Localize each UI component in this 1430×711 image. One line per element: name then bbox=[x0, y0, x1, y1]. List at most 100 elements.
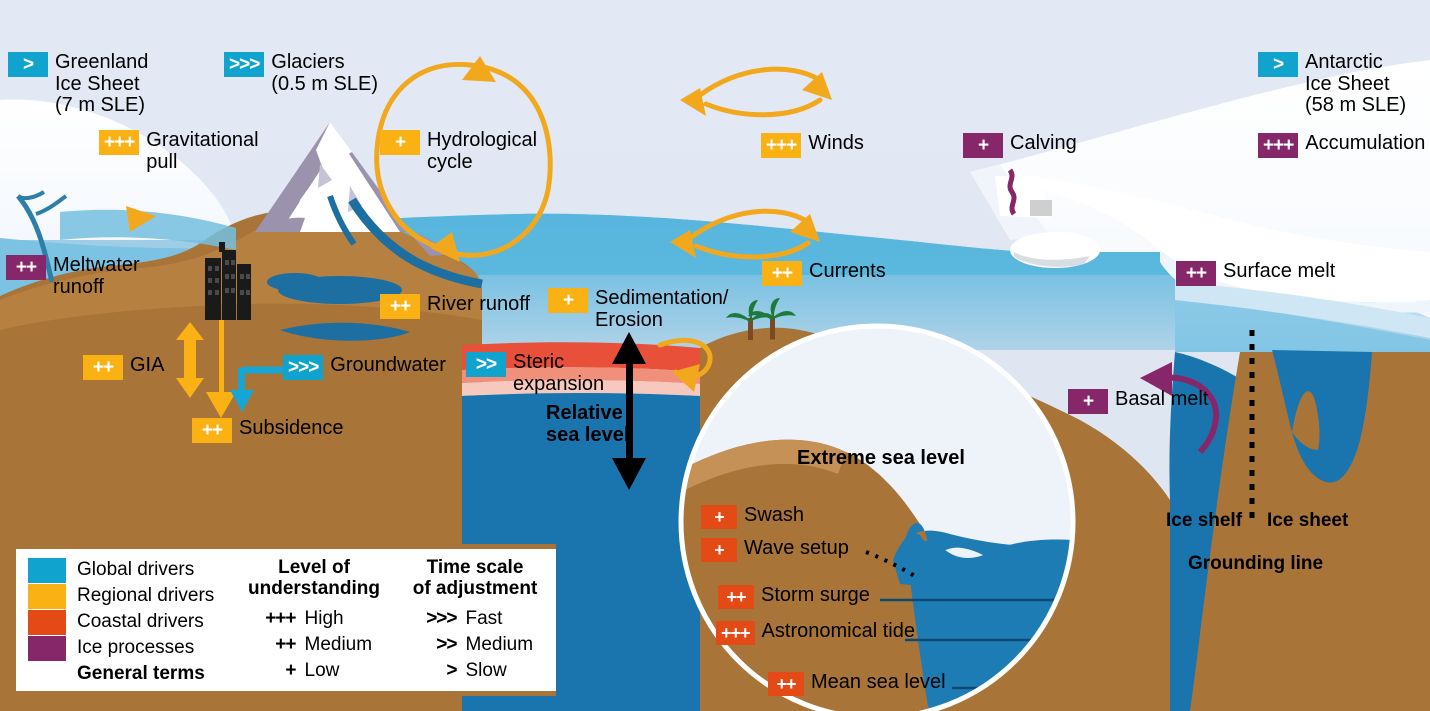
chip-medium-speed-icon: >> bbox=[466, 352, 506, 377]
label-glaciers[interactable]: >>> Glaciers (0.5 m SLE) bbox=[224, 51, 378, 95]
label-text: Steric expansion bbox=[513, 351, 605, 395]
chip-low-icon: + bbox=[701, 505, 737, 529]
legend-item[interactable]: Regional drivers bbox=[28, 583, 234, 609]
label-text: Groundwater bbox=[330, 354, 446, 376]
label-text: Glaciers (0.5 m SLE) bbox=[271, 51, 378, 95]
symbol-meaning: High bbox=[304, 607, 344, 629]
legend-item[interactable]: Global drivers bbox=[28, 557, 234, 583]
relative-sea-level-text: Relative sea level bbox=[546, 402, 630, 446]
label-hydrological-cycle[interactable]: + Hydrological cycle bbox=[380, 129, 538, 173]
label-antarctic-ice-sheet[interactable]: > Antarctic Ice Sheet (58 m SLE) bbox=[1258, 51, 1407, 117]
ice-sheet-text: Ice sheet bbox=[1267, 510, 1349, 531]
label-wave-setup[interactable]: + Wave setup bbox=[701, 537, 849, 562]
legend-item[interactable]: Coastal drivers bbox=[28, 609, 234, 635]
legend-row: +++ High bbox=[234, 606, 394, 632]
legend-swatch-regional bbox=[28, 583, 66, 609]
legend-understanding: Level of understanding +++ High ++ Mediu… bbox=[234, 557, 394, 685]
label-text: GIA bbox=[130, 354, 165, 376]
symbol-fast: >>> bbox=[426, 607, 457, 629]
symbol-meaning: Low bbox=[304, 659, 340, 681]
label-gia[interactable]: ++ GIA bbox=[83, 354, 165, 380]
label-storm-surge[interactable]: ++ Storm surge bbox=[718, 584, 870, 609]
label-groundwater[interactable]: >>> Groundwater bbox=[283, 354, 446, 380]
label-mean-sea-level[interactable]: ++ Mean sea level bbox=[768, 671, 946, 696]
label-text: Storm surge bbox=[761, 584, 870, 606]
chip-medium-icon: ++ bbox=[380, 294, 420, 319]
extreme-sea-level-title: Extreme sea level bbox=[797, 447, 965, 469]
label-basal-melt[interactable]: + Basal melt bbox=[1068, 388, 1208, 414]
label-text: Gravitational pull bbox=[146, 129, 259, 173]
chip-low-icon: + bbox=[701, 538, 737, 562]
chip-medium-icon: ++ bbox=[718, 585, 754, 609]
legend-row: >> Medium bbox=[394, 632, 556, 658]
legend-swatch-general bbox=[28, 662, 66, 687]
label-text: Greenland Ice Sheet (7 m SLE) bbox=[55, 51, 149, 117]
label-text: Sedimentation/ Erosion bbox=[595, 287, 729, 331]
chip-low-icon: + bbox=[380, 130, 420, 155]
chip-fast-icon: >>> bbox=[283, 355, 324, 380]
chip-low-icon: + bbox=[963, 133, 1003, 158]
legend-row: ++ Medium bbox=[234, 632, 394, 658]
label-subsidence[interactable]: ++ Subsidence bbox=[192, 417, 344, 443]
legend-swatch-coastal bbox=[28, 609, 66, 635]
label-text: Antarctic Ice Sheet (58 m SLE) bbox=[1305, 51, 1407, 117]
label-river-runoff[interactable]: ++ River runoff bbox=[380, 293, 531, 319]
symbol-high: +++ bbox=[265, 607, 296, 629]
legend-label: Ice processes bbox=[77, 637, 195, 658]
legend-label: General terms bbox=[77, 663, 205, 684]
symbol-meaning: Medium bbox=[465, 633, 534, 655]
label-text: Mean sea level bbox=[811, 671, 946, 693]
label-accumulation[interactable]: +++ Accumulation bbox=[1258, 132, 1425, 158]
label-surface-melt[interactable]: ++ Surface melt bbox=[1176, 260, 1335, 286]
symbol-meaning: Medium bbox=[304, 633, 373, 655]
label-text: Wave setup bbox=[744, 537, 849, 559]
chip-high-icon: +++ bbox=[716, 621, 755, 645]
symbol-medium: ++ bbox=[275, 633, 296, 655]
chip-medium-icon: ++ bbox=[83, 355, 123, 380]
label-meltwater-runoff[interactable]: ++ Meltwater runoff bbox=[6, 254, 140, 298]
grounding-line-text: Grounding line bbox=[1188, 553, 1324, 574]
chip-high-icon: +++ bbox=[99, 130, 140, 155]
symbol-low: + bbox=[285, 659, 296, 681]
chip-medium-icon: ++ bbox=[768, 672, 804, 696]
label-text: Meltwater runoff bbox=[53, 254, 140, 298]
chip-medium-icon: ++ bbox=[192, 418, 232, 443]
legend-row: + Low bbox=[234, 658, 394, 684]
legend-item[interactable]: General terms bbox=[28, 661, 234, 687]
legend-timescale: Time scale of adjustment >>> Fast >> Med… bbox=[394, 557, 556, 685]
chip-high-icon: +++ bbox=[761, 133, 802, 158]
legend-panel: Global drivers Regional drivers Coastal … bbox=[16, 544, 556, 696]
symbol-slow: > bbox=[446, 659, 457, 681]
legend-label: Coastal drivers bbox=[77, 611, 204, 632]
chip-slow-icon: > bbox=[8, 52, 48, 77]
legend-heading: Level of understanding bbox=[248, 557, 380, 600]
legend-swatch-ice bbox=[28, 635, 66, 661]
chip-slow-icon: > bbox=[1258, 52, 1298, 77]
label-text: Swash bbox=[744, 504, 805, 526]
legend-row: > Slow bbox=[394, 658, 556, 684]
chip-low-icon: + bbox=[548, 288, 588, 313]
label-calving[interactable]: + Calving bbox=[963, 132, 1077, 158]
label-sedimentation-erosion[interactable]: + Sedimentation/ Erosion bbox=[548, 287, 729, 331]
legend-swatch-global bbox=[28, 557, 66, 583]
label-swash[interactable]: + Swash bbox=[701, 504, 805, 529]
label-currents[interactable]: ++ Currents bbox=[762, 260, 886, 286]
symbol-meaning: Fast bbox=[465, 607, 503, 629]
ice-shelf-text: Ice shelf bbox=[1166, 510, 1243, 531]
legend-heading: Time scale of adjustment bbox=[412, 557, 538, 600]
label-text: Subsidence bbox=[239, 417, 344, 439]
label-steric-expansion[interactable]: >> Steric expansion bbox=[466, 351, 605, 395]
label-text: Hydrological cycle bbox=[427, 129, 538, 173]
legend-item[interactable]: Ice processes bbox=[28, 635, 234, 661]
symbol-medium-speed: >> bbox=[436, 633, 457, 655]
label-winds[interactable]: +++ Winds bbox=[761, 132, 864, 158]
chip-medium-icon: ++ bbox=[6, 255, 46, 280]
label-text: Astronomical tide bbox=[761, 620, 915, 642]
label-greenland-ice-sheet[interactable]: > Greenland Ice Sheet (7 m SLE) bbox=[8, 51, 149, 117]
symbol-meaning: Slow bbox=[465, 659, 507, 681]
legend-row: >>> Fast bbox=[394, 606, 556, 632]
label-text: River runoff bbox=[427, 293, 531, 315]
label-astronomical-tide[interactable]: +++ Astronomical tide bbox=[716, 620, 915, 645]
label-gravitational-pull[interactable]: +++ Gravitational pull bbox=[99, 129, 259, 173]
